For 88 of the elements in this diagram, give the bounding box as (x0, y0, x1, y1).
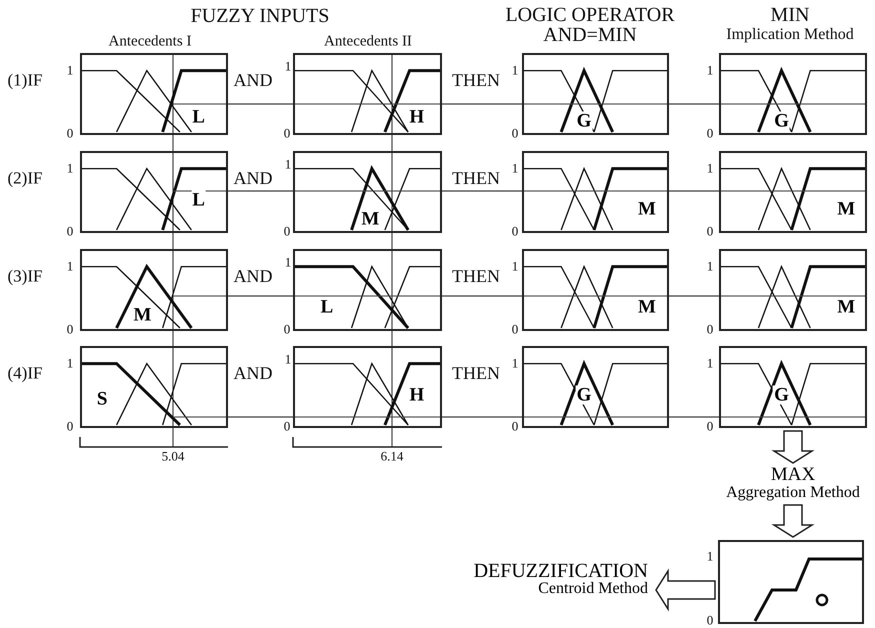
stage-heading: MAX (770, 466, 816, 484)
rule-number: (1)IF (8, 72, 42, 88)
membership-plot (719, 151, 867, 233)
min-level-line (668, 190, 720, 192)
section-heading: LOGIC OPERATOR (505, 5, 675, 25)
membership-plot (719, 346, 867, 428)
column-heading: Antecedents II (324, 34, 412, 50)
axis-tick-label: 1 (66, 64, 74, 76)
axis-tick-label: 0 (66, 322, 74, 336)
set-label: G (773, 385, 790, 404)
operator-label: AND (234, 169, 272, 187)
set-label: G (773, 111, 790, 130)
axis-tick-label: 0 (706, 224, 714, 238)
aggregated-output-plot (718, 540, 864, 624)
axis-tick-label: 0 (284, 322, 290, 336)
membership-plot (522, 151, 669, 233)
membership-plot (293, 53, 442, 135)
section-heading: FUZZY INPUTS (190, 6, 330, 26)
axis-tick-label: 0 (512, 322, 518, 336)
hollow-arrow (655, 568, 716, 612)
axis-tick-label: 1 (706, 64, 714, 76)
axis-tick-label: 0 (706, 322, 714, 336)
operator-label: THEN (452, 364, 500, 382)
membership-plot (522, 249, 669, 331)
axis-tick-label: 1 (512, 260, 518, 272)
input-value-label: 6.14 (380, 450, 404, 462)
axis-tick-label: 0 (66, 420, 74, 432)
axis-tick-label: 0 (512, 420, 518, 432)
axis-tick-label: 1 (706, 550, 714, 562)
hollow-arrow (771, 430, 815, 464)
rule-number: (2)IF (8, 170, 42, 186)
axis-tick-label: 1 (706, 162, 714, 174)
hollow-arrow (771, 504, 815, 538)
column-heading: Antecedents I (108, 34, 192, 50)
axis-tick-label: 0 (284, 224, 290, 238)
min-level-line (228, 190, 294, 192)
section-heading: AND=MIN (543, 25, 637, 45)
axis-tick-label: 0 (512, 224, 518, 238)
axis-tick-label: 0 (512, 126, 518, 140)
membership-plot (522, 53, 669, 135)
axis-tick-label: 1 (66, 356, 74, 370)
set-label: G (576, 111, 592, 130)
operator-label: THEN (452, 71, 500, 89)
membership-plot (719, 53, 867, 135)
operator-label: THEN (452, 267, 500, 285)
axis-tick-label: 1 (512, 162, 518, 174)
membership-plot (80, 53, 228, 135)
min-level-line (442, 416, 522, 418)
rule-number: (4)IF (8, 364, 42, 382)
axis-tick-label: 0 (706, 420, 714, 432)
membership-plot (293, 249, 442, 331)
axis-tick-label: 0 (284, 126, 290, 140)
membership-plot (80, 346, 228, 428)
axis-tick-label: 1 (284, 158, 292, 170)
axis-tick-label: 1 (66, 162, 74, 174)
method-caption: Aggregation Method (725, 484, 861, 501)
axis-tick-label: 1 (284, 352, 292, 366)
min-level-line (228, 416, 294, 418)
operator-label: AND (234, 71, 272, 89)
membership-plot (80, 249, 228, 331)
rule-number: (3)IF (8, 268, 42, 284)
membership-plot (293, 151, 442, 233)
axis-tick-label: 0 (66, 224, 74, 238)
operator-label: AND (234, 364, 272, 382)
membership-plot (719, 249, 867, 331)
set-label: G (576, 385, 592, 404)
axis-tick-label: 1 (512, 356, 518, 370)
method-caption: Centroid Method (537, 580, 648, 597)
axis-tick-label: 1 (66, 260, 74, 272)
axis-tick-label: 1 (284, 60, 292, 72)
operator-label: AND (234, 267, 272, 285)
input-value-label: 5.04 (162, 450, 184, 462)
axis-tick-label: 0 (706, 126, 714, 140)
axis-tick-label: 0 (706, 614, 714, 626)
axis-tick-label: 1 (284, 256, 292, 268)
axis-tick-label: 0 (66, 126, 74, 140)
axis-tick-label: 1 (706, 356, 714, 370)
stage-heading: DEFUZZIFICATION (472, 562, 648, 580)
axis-tick-label: 1 (512, 64, 518, 76)
membership-plot (80, 151, 228, 233)
min-level-line (442, 190, 522, 192)
min-level-line (668, 416, 720, 418)
membership-plot (293, 346, 442, 428)
axis-tick-label: 1 (706, 260, 714, 272)
section-heading: MIN (770, 5, 810, 25)
membership-plot (522, 346, 669, 428)
axis-tick-label: 0 (284, 420, 290, 432)
operator-label: THEN (452, 169, 500, 187)
